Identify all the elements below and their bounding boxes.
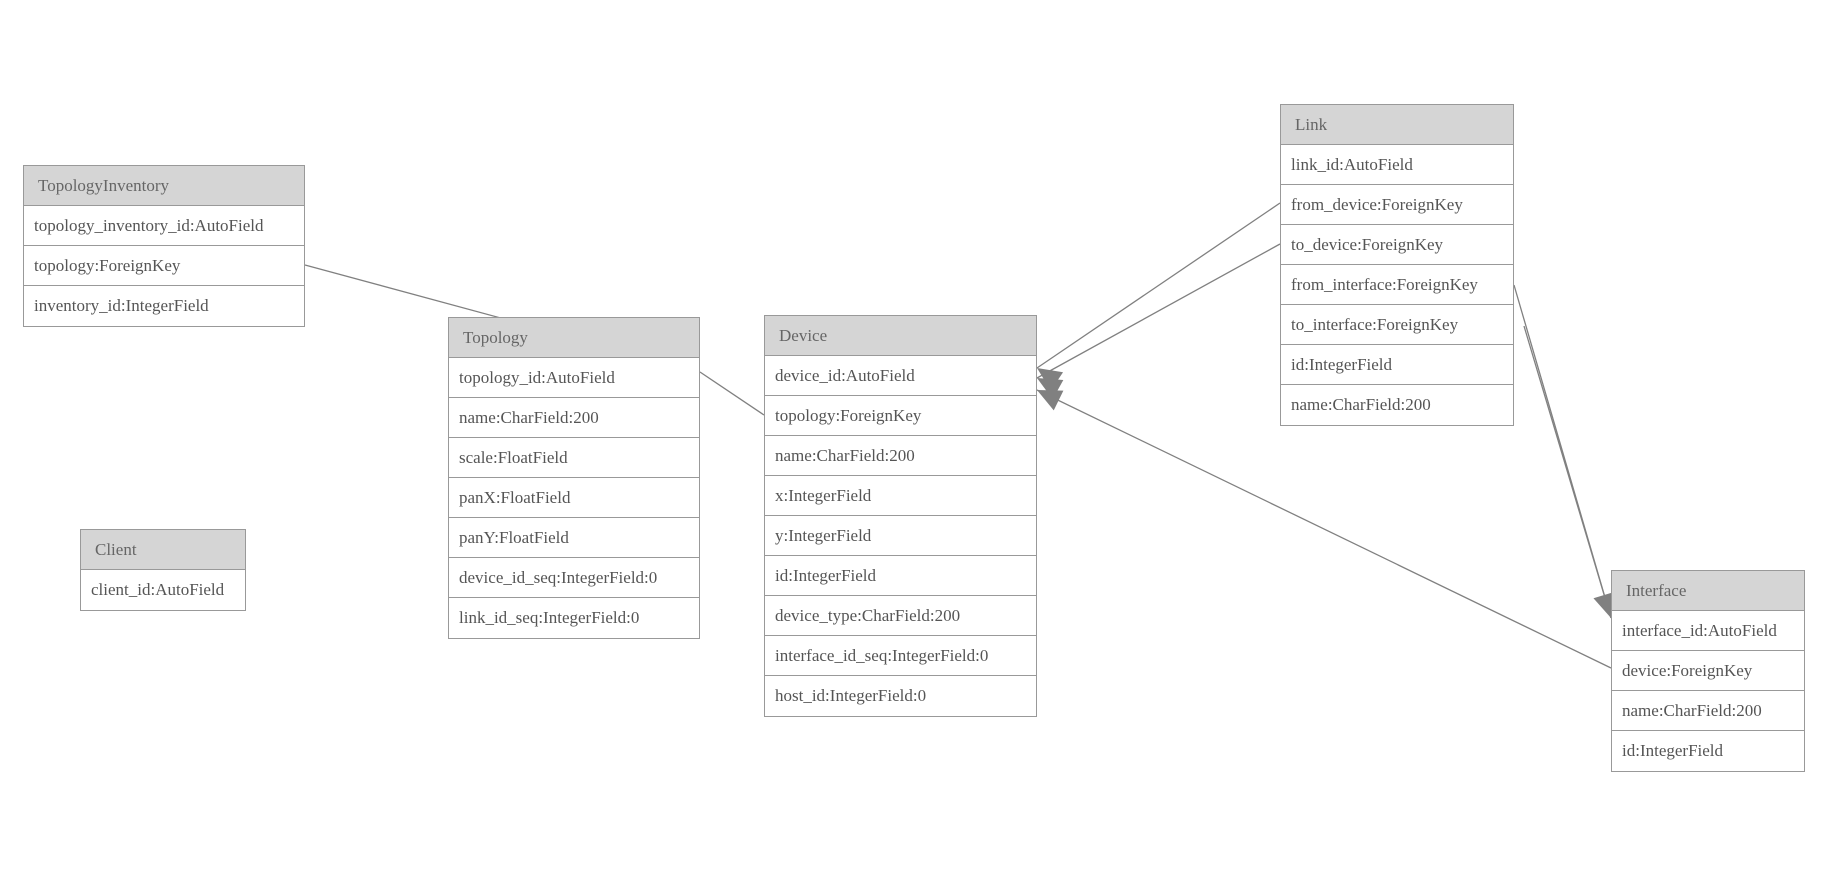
field-row[interactable]: interface_id:AutoField: [1612, 611, 1804, 651]
field-row[interactable]: client_id:AutoField: [81, 570, 245, 610]
field-row[interactable]: topology_inventory_id:AutoField: [24, 206, 304, 246]
field-row[interactable]: device_id_seq:IntegerField:0: [449, 558, 699, 598]
entity-title-interface: Interface: [1612, 571, 1804, 611]
field-row[interactable]: id:IntegerField: [1281, 345, 1513, 385]
field-row[interactable]: to_interface:ForeignKey: [1281, 305, 1513, 345]
field-row[interactable]: interface_id_seq:IntegerField:0: [765, 636, 1036, 676]
entity-title-device: Device: [765, 316, 1036, 356]
field-row[interactable]: panY:FloatField: [449, 518, 699, 558]
relationship-line: [699, 371, 765, 416]
field-row[interactable]: device:ForeignKey: [1612, 651, 1804, 691]
entity-title-client: Client: [81, 530, 245, 570]
relationship-line: [1513, 284, 1612, 619]
field-row[interactable]: host_id:IntegerField:0: [765, 676, 1036, 716]
field-row[interactable]: scale:FloatField: [449, 438, 699, 478]
relationship-arrowhead: [1037, 368, 1064, 391]
field-row[interactable]: from_interface:ForeignKey: [1281, 265, 1513, 305]
field-row[interactable]: name:CharField:200: [1281, 385, 1513, 425]
field-row[interactable]: link_id:AutoField: [1281, 145, 1513, 185]
field-row[interactable]: x:IntegerField: [765, 476, 1036, 516]
relationship-arrowhead: [1037, 378, 1064, 400]
field-row[interactable]: link_id_seq:IntegerField:0: [449, 598, 699, 638]
field-row[interactable]: topology:ForeignKey: [765, 396, 1036, 436]
field-row[interactable]: from_device:ForeignKey: [1281, 185, 1513, 225]
relationship-line: [1036, 202, 1281, 369]
field-row[interactable]: id:IntegerField: [765, 556, 1036, 596]
field-row[interactable]: to_device:ForeignKey: [1281, 225, 1513, 265]
field-row[interactable]: id:IntegerField: [1612, 731, 1804, 771]
entity-title-topology_inventory: TopologyInventory: [24, 166, 304, 206]
field-row[interactable]: device_type:CharField:200: [765, 596, 1036, 636]
entity-fields-client: client_id:AutoField: [81, 570, 245, 610]
relationship-arrowhead: [1037, 390, 1064, 411]
entity-title-link: Link: [1281, 105, 1513, 145]
relationship-line: [1036, 243, 1281, 379]
field-row[interactable]: topology_id:AutoField: [449, 358, 699, 398]
field-row[interactable]: y:IntegerField: [765, 516, 1036, 556]
field-row[interactable]: panX:FloatField: [449, 478, 699, 518]
field-row[interactable]: inventory_id:IntegerField: [24, 286, 304, 326]
field-row[interactable]: topology:ForeignKey: [24, 246, 304, 286]
field-row[interactable]: name:CharField:200: [449, 398, 699, 438]
relationship-line: [1036, 389, 1612, 669]
field-row[interactable]: device_id:AutoField: [765, 356, 1036, 396]
entity-title-topology: Topology: [449, 318, 699, 358]
relationship-line: [1523, 325, 1612, 619]
field-row[interactable]: name:CharField:200: [1612, 691, 1804, 731]
field-row[interactable]: name:CharField:200: [765, 436, 1036, 476]
